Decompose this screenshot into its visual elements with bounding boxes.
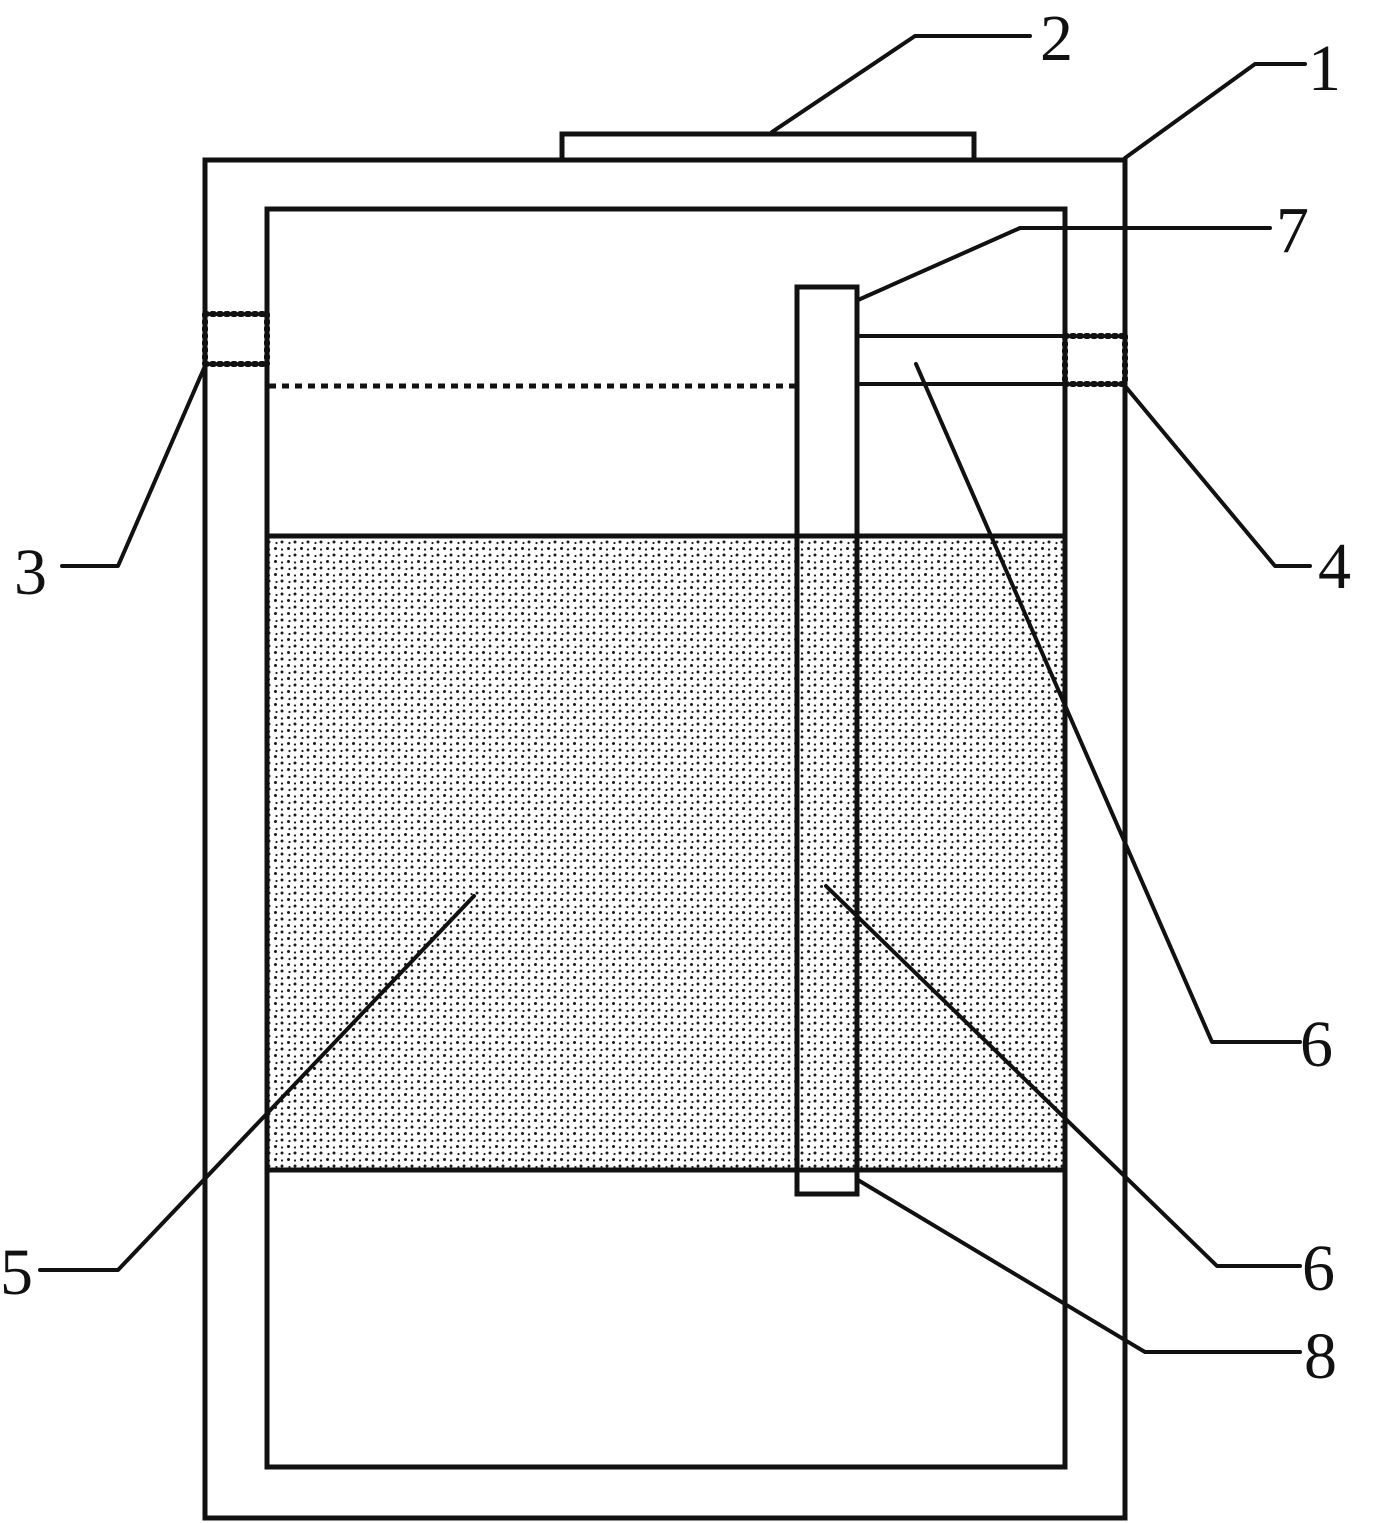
label-6-lower: 6 bbox=[1302, 1232, 1335, 1305]
label-8: 8 bbox=[1304, 1320, 1337, 1393]
outlet-port-dotted-outline bbox=[1062, 333, 1128, 387]
leader-8 bbox=[856, 1178, 1302, 1354]
top-lid bbox=[559, 131, 977, 163]
leader-2 bbox=[770, 34, 1032, 134]
vertical-tube bbox=[794, 284, 860, 1197]
label-4: 4 bbox=[1318, 530, 1351, 603]
leader-6-upper bbox=[914, 362, 1302, 1044]
leader-4 bbox=[1123, 384, 1312, 568]
filter-bed bbox=[269, 536, 1064, 1170]
label-1: 1 bbox=[1308, 32, 1341, 105]
label-3: 3 bbox=[14, 536, 47, 609]
leader-6-lower bbox=[824, 884, 1302, 1268]
label-5: 5 bbox=[0, 1236, 33, 1309]
inner-chamber bbox=[264, 206, 1068, 1470]
label-7: 7 bbox=[1276, 194, 1309, 267]
label-2: 2 bbox=[1040, 2, 1073, 75]
leader-1 bbox=[1123, 62, 1307, 160]
label-6-upper: 6 bbox=[1300, 1008, 1333, 1081]
leader-3 bbox=[60, 364, 207, 568]
leader-5 bbox=[38, 894, 476, 1272]
leader-7 bbox=[856, 226, 1272, 302]
inlet-port-dotted-outline bbox=[202, 311, 270, 367]
